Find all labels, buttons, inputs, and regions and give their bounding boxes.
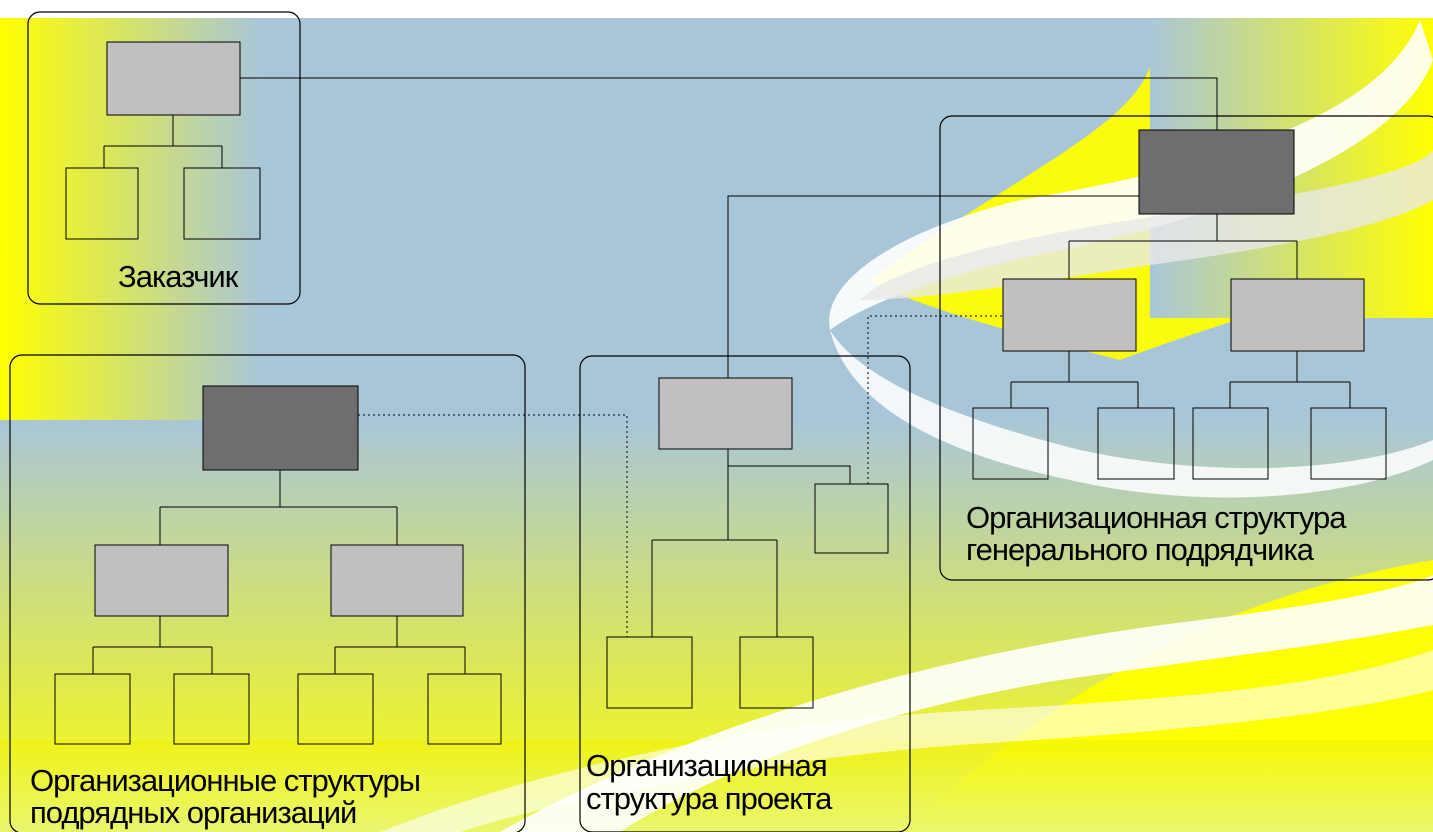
customer-top-box: [106, 41, 241, 116]
project-leaf-box-2: [739, 636, 814, 709]
project-frame: [579, 355, 911, 832]
customer-child-box-1: [65, 167, 139, 240]
subcontractor-sub-connector-1: [92, 616, 213, 674]
contractor-connector: [1068, 214, 1298, 279]
customer-to-contractor-link: [240, 77, 1218, 130]
project-leaf-box-1: [606, 636, 693, 709]
subcontractor-leaf-box-4: [427, 673, 502, 745]
customer-caption: Заказчик: [118, 259, 238, 294]
contractor-leaf-box-4: [1310, 407, 1387, 480]
general-contractor-caption-line1: Организационная структура: [966, 500, 1346, 535]
contractor-mid-box-2: [1230, 278, 1365, 352]
customer-frame: [27, 11, 301, 305]
general-contractor-frame: [939, 115, 1433, 581]
customer-connector: [103, 115, 223, 168]
contractor-leaf-box-2: [1097, 407, 1175, 480]
contractor-sub-connector-2: [1229, 351, 1351, 408]
subcontractor-mid-box-1: [94, 544, 229, 617]
customer-child-box-2: [183, 167, 261, 240]
contractor-leaf-box-1: [972, 407, 1049, 480]
contractor-top-box: [1138, 129, 1295, 215]
contractor-sub-connector-1: [1010, 351, 1139, 408]
subcontractor-leaf-box-1: [54, 673, 131, 745]
contractor-mid-box-1: [1002, 278, 1137, 352]
project-caption-line1: Организационная: [586, 748, 828, 783]
subcontractor-sub-connector-2: [334, 616, 466, 674]
subcontractors-caption-line2: подрядных организаций: [30, 795, 357, 830]
project-connector: [651, 449, 851, 637]
subcontractor-to-project-dotted-link: [358, 414, 628, 637]
subcontractor-mid-box-2: [330, 544, 464, 617]
project-caption-line2: структура проекта: [586, 781, 832, 816]
project-top-box: [658, 377, 793, 450]
subcontractors-frame: [9, 354, 526, 832]
subcontractor-top-box: [202, 385, 359, 471]
project-to-contractor-dotted-link: [867, 315, 1003, 484]
subcontractor-connector: [159, 470, 398, 545]
general-contractor-caption-line2: генерального подрядчика: [966, 532, 1314, 567]
project-side-box: [814, 483, 889, 554]
subcontractor-leaf-box-2: [173, 673, 250, 745]
contractor-to-project-link: [727, 195, 1139, 378]
subcontractor-leaf-box-3: [297, 673, 374, 745]
contractor-leaf-box-3: [1192, 407, 1269, 480]
subcontractors-caption-line1: Организационные структуры: [30, 763, 421, 798]
